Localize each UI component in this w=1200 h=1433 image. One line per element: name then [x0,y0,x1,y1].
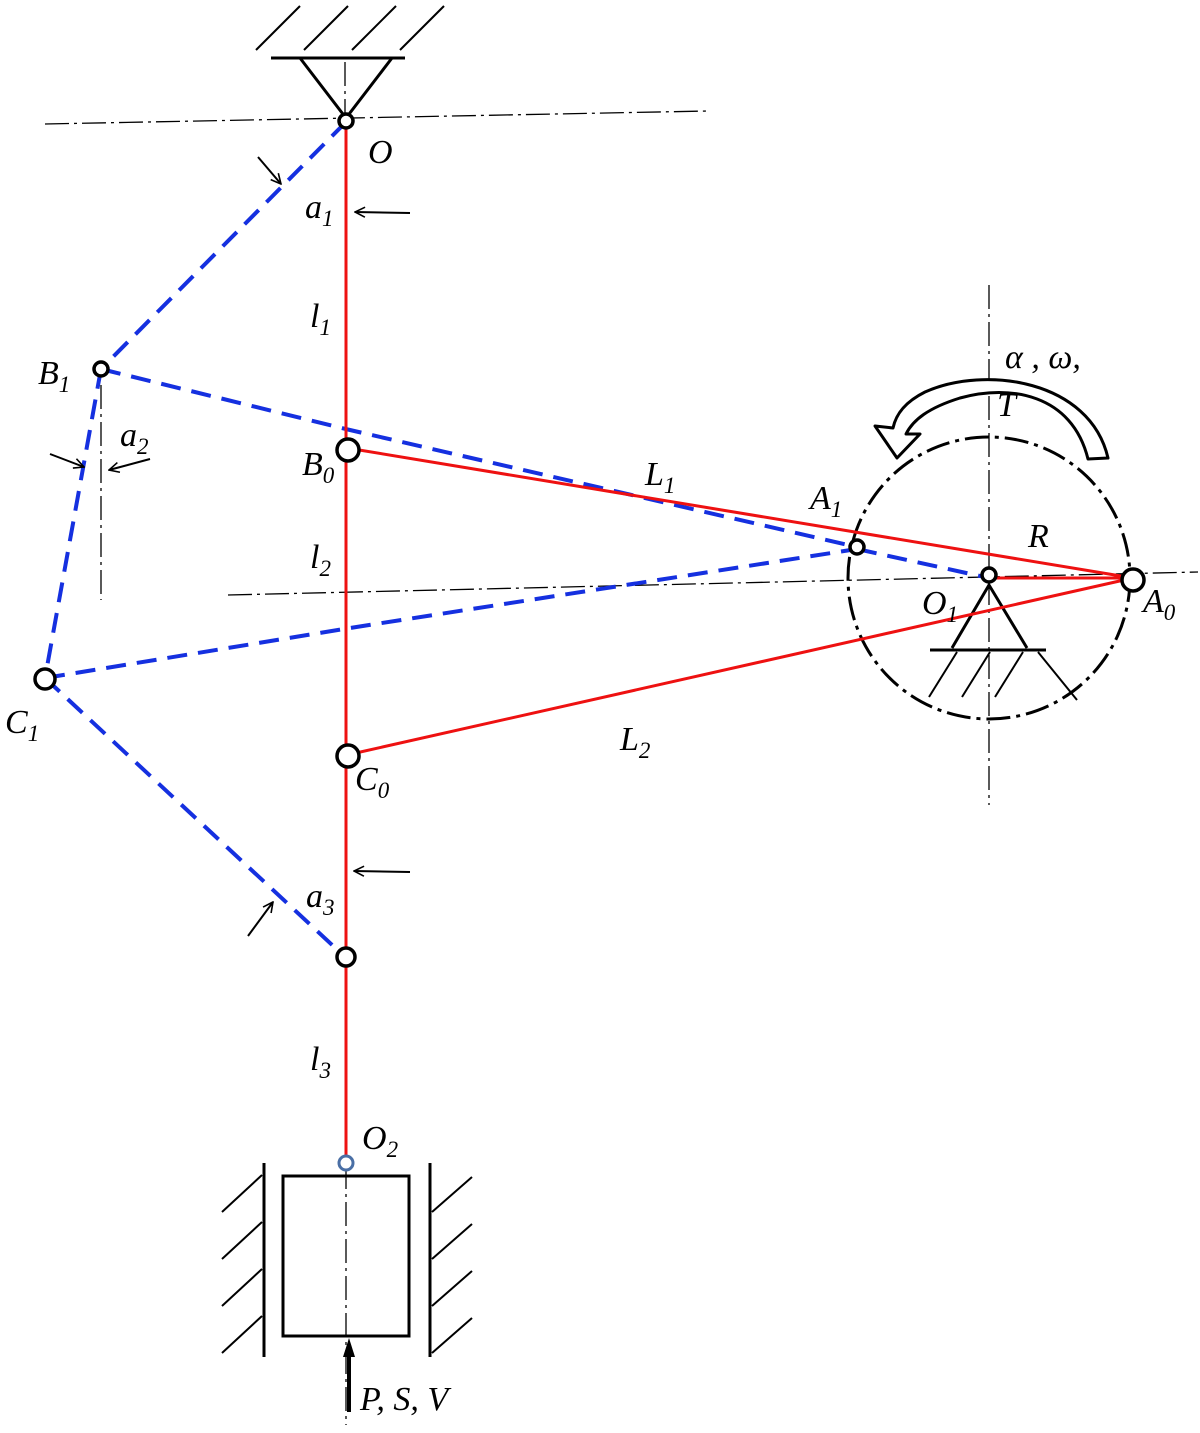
link-b1-a1 [100,367,858,549]
label-a1: a1 [305,189,334,231]
link-c1-a1 [44,547,858,680]
joint-b1 [92,360,110,378]
label-l3: l3 [310,1041,331,1083]
ground-hatch-icon [928,582,1078,701]
joint-lower [335,946,357,968]
label-c0: C0 [355,761,390,803]
label-a3: a3 [306,878,335,920]
arrow-a2-right [109,458,151,470]
labels: O a1 l1 B1 a2 B0 L1 A1 R O1 A0 l2 C1 L2 … [5,134,1176,1418]
label-l2: l2 [310,539,331,581]
link-o-b1 [99,120,348,371]
arrow-a3-right [354,871,411,872]
label-o2: O2 [362,1120,398,1162]
joint-b0 [335,437,361,463]
label-o1: O1 [922,585,958,627]
current-linkage [344,122,1134,1163]
label-b0: B0 [302,446,335,488]
label-a0: A0 [1141,583,1176,625]
joint-a1 [848,538,866,556]
joint-o1 [980,566,998,584]
ground-hatch-icon [255,5,445,121]
label-c1: C1 [5,704,39,746]
centerline-crank-horizontal [227,571,1199,596]
arrow-a2-left [49,453,84,467]
arrow-a1-right [355,212,411,213]
label-output: P, S, V [359,1381,452,1418]
arrow-a1-left [257,156,281,184]
joints [33,112,1146,968]
link-c1-lower [43,676,346,958]
slider-pin [337,1154,355,1172]
link-b0-a0 [346,446,1134,580]
slider-assembly [221,1154,473,1412]
label-a1-point: A1 [808,480,842,522]
label-big-l2: L2 [619,721,650,763]
link-c0-a0 [346,576,1134,757]
link-b1-c1 [43,368,103,679]
label-r: R [1027,518,1049,555]
displaced-linkage [43,120,990,958]
centerline-top-horizontal [44,110,709,125]
link-a1-o1 [856,547,990,580]
slider-block [281,1174,411,1338]
label-l1: l1 [310,298,331,340]
label-o: O [368,134,393,171]
ground-hatch-icon [221,1174,473,1354]
label-big-l1: L1 [644,456,675,498]
joint-o [337,112,355,130]
label-b1: B1 [38,355,70,397]
label-rotation: α , ω, [1005,339,1081,376]
label-torque: T [997,387,1018,424]
label-a2: a2 [120,417,149,459]
joint-c1 [33,667,57,691]
joint-c0 [335,743,361,769]
dimension-arrows [49,156,411,937]
arrow-a3-left [247,902,273,937]
curved-arrow-icon [873,378,1110,461]
joint-a0 [1120,567,1146,593]
